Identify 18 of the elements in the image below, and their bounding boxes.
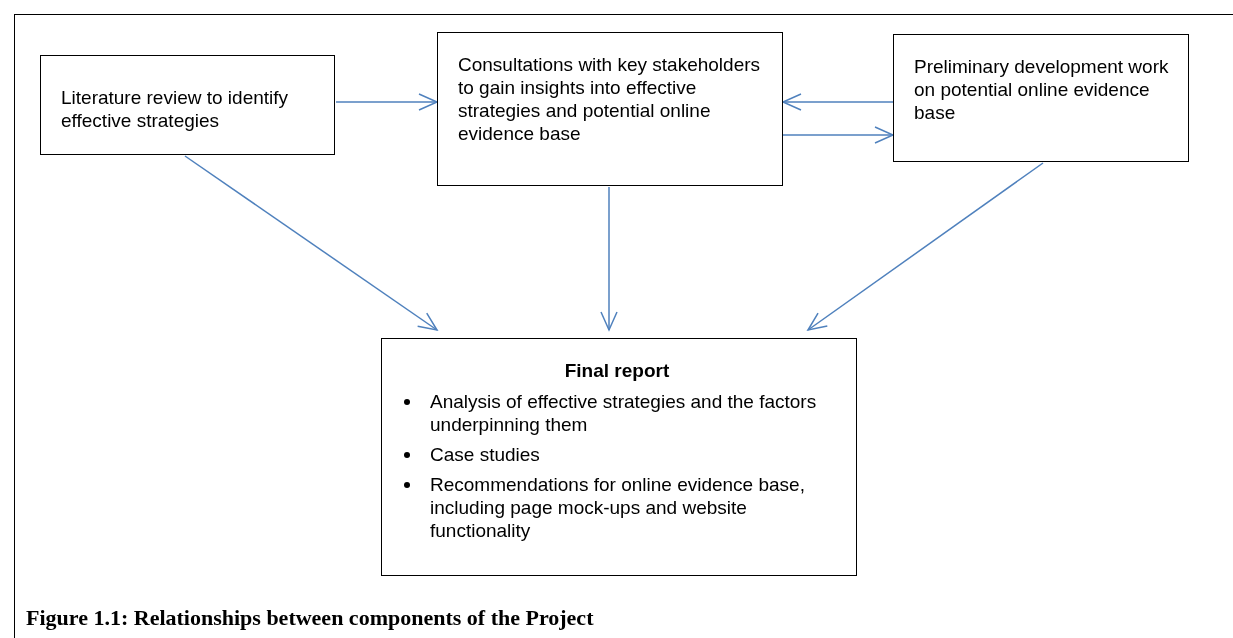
process-box — [437, 32, 783, 186]
box-text: Preliminary development work on potential online evidence base — [914, 55, 1170, 124]
arrow — [782, 93, 894, 111]
arrow — [184, 155, 438, 331]
arrow — [600, 186, 618, 331]
bullet-text: Analysis of effective strategies and the factors underpinning them — [430, 391, 817, 435]
box-text: Consultations with key stakeholders to gain insights into effective strategies and potential online evidence base — [458, 53, 762, 145]
process-box — [893, 34, 1189, 162]
box-heading: Final report — [563, 359, 671, 382]
arrow — [807, 162, 1044, 331]
bullet-text: Case studies — [430, 444, 540, 465]
process-box — [40, 55, 335, 155]
bullet-text: Recommendations for online evidence base, including page mock-ups and website functionality — [430, 474, 805, 541]
arrow — [782, 126, 894, 144]
arrow — [335, 93, 438, 111]
box-text: Literature review to identify effective strategies — [61, 86, 290, 132]
process-box — [381, 338, 857, 576]
figure-caption: Figure 1.1: Relationships between components of the Project — [26, 605, 594, 631]
